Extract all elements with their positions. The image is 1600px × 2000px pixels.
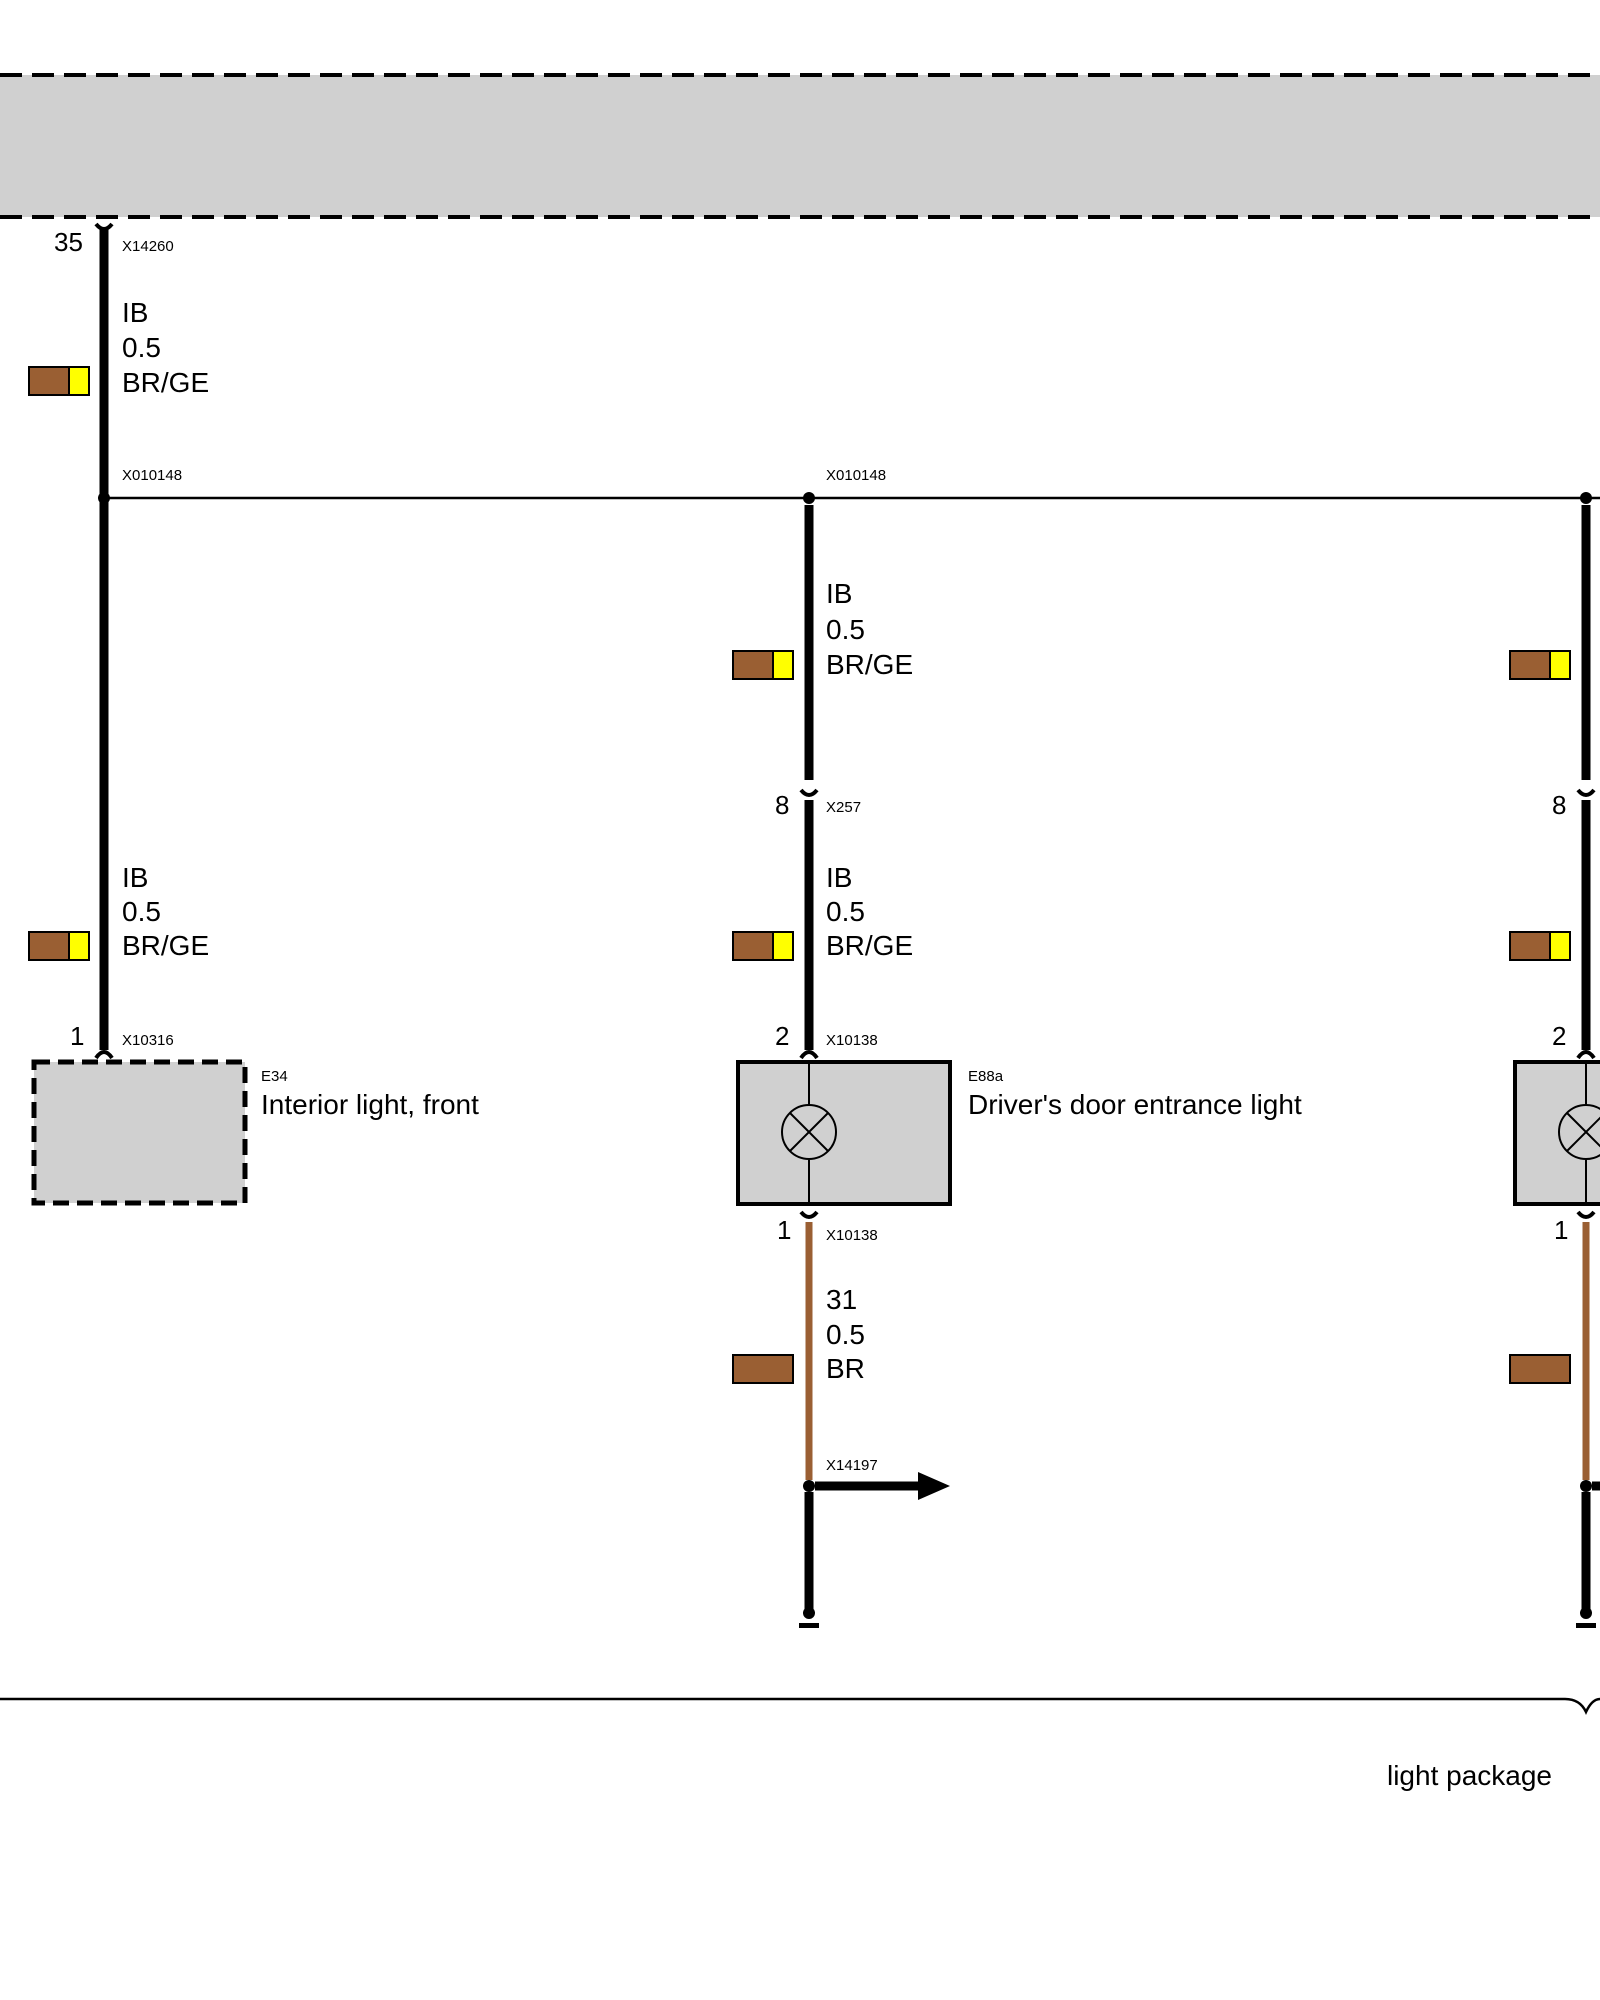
- interior-light-component[interactable]: [31, 1059, 248, 1206]
- pin-number: 8: [1552, 790, 1566, 820]
- ground-icon: [799, 1607, 819, 1628]
- connector-label: X14260: [122, 238, 174, 255]
- splice-point: [803, 492, 815, 504]
- entrance-light-component[interactable]: [736, 1060, 952, 1206]
- wire-color-label: BR/GE: [122, 367, 209, 398]
- pin-number: 1: [70, 1021, 84, 1051]
- splice-label: X010148: [122, 467, 182, 484]
- wire-color-label: BR/GE: [826, 930, 913, 961]
- wire-signal-label: IB: [122, 297, 148, 328]
- bracket-label: light package: [1387, 1760, 1552, 1791]
- wire-size-label: 0.5: [826, 614, 865, 645]
- connector-symbol: [1576, 788, 1596, 797]
- wire-size-label: 0.5: [122, 896, 161, 927]
- connector-symbol: [1576, 1050, 1596, 1060]
- pin-number: 35: [54, 227, 83, 257]
- wire-signal-label: IB: [122, 862, 148, 893]
- right-light-component[interactable]: [1513, 1060, 1600, 1206]
- lamp-icon: [1558, 1104, 1600, 1160]
- wire-signal-label: IB: [826, 862, 852, 893]
- wire-color-swatch-icon: [1509, 1354, 1571, 1384]
- wire-size-label: 0.5: [122, 332, 161, 363]
- pin-number: 1: [1554, 1215, 1568, 1245]
- wire-color-swatch-icon: [28, 931, 90, 961]
- ground-splice-point: [1580, 1480, 1592, 1492]
- connector-symbol-x10138-upper: [799, 1050, 819, 1060]
- wire-signal-label: IB: [826, 578, 852, 609]
- wire-color-label: BR: [826, 1353, 865, 1384]
- control-module: [0, 73, 1600, 219]
- left-branch: 35 X14260 IB 0.5 BR/GE X010148 IB 0.5 BR…: [28, 222, 479, 1206]
- wire-color-swatch-icon: [1509, 650, 1571, 680]
- ground-splice-point: [803, 1480, 815, 1492]
- wire-color-label: BR/GE: [826, 649, 913, 680]
- ground-icon: [1576, 1607, 1596, 1628]
- wire-signal-label: 31: [826, 1284, 857, 1315]
- right-branch: 8 2 1: [1509, 492, 1600, 1628]
- connector-label: X10138: [826, 1227, 878, 1244]
- wire-color-swatch-icon: [732, 931, 794, 961]
- connector-symbol-x10138-lower: [799, 1210, 819, 1219]
- splice-label: X010148: [826, 467, 886, 484]
- connector-symbol: [1576, 1210, 1596, 1219]
- component-code: E88a: [968, 1068, 1004, 1085]
- connector-label: X257: [826, 799, 861, 816]
- wire-color-swatch-icon: [732, 650, 794, 680]
- connector-label: X10316: [122, 1032, 174, 1049]
- connector-symbol-x14260: [94, 222, 114, 231]
- connector-symbol-x10316: [94, 1050, 114, 1060]
- wire-size-label: 0.5: [826, 896, 865, 927]
- connector-symbol-x257: [799, 788, 819, 797]
- wire-color-label: BR/GE: [122, 930, 209, 961]
- splice-point: [1580, 492, 1592, 504]
- component-name: Interior light, front: [261, 1089, 479, 1120]
- component-code: E34: [261, 1068, 288, 1085]
- connector-label: X14197: [826, 1457, 878, 1474]
- component-name: Driver's door entrance light: [968, 1089, 1302, 1120]
- middle-branch: X010148 IB 0.5 BR/GE 8 X257 IB 0.5 BR/GE…: [732, 467, 1302, 1628]
- lamp-icon: [781, 1104, 837, 1160]
- wire-color-swatch-icon: [1509, 931, 1571, 961]
- continuation-arrow-icon: [815, 1472, 950, 1500]
- pin-number: 2: [775, 1021, 789, 1051]
- pin-number: 8: [775, 790, 789, 820]
- option-bracket: light package: [0, 1697, 1600, 1791]
- connector-label: X10138: [826, 1032, 878, 1049]
- pin-number: 2: [1552, 1021, 1566, 1051]
- pin-number: 1: [777, 1215, 791, 1245]
- wire-size-label: 0.5: [826, 1319, 865, 1350]
- wire-color-swatch-icon: [732, 1354, 794, 1384]
- wire-color-swatch-icon: [28, 366, 90, 396]
